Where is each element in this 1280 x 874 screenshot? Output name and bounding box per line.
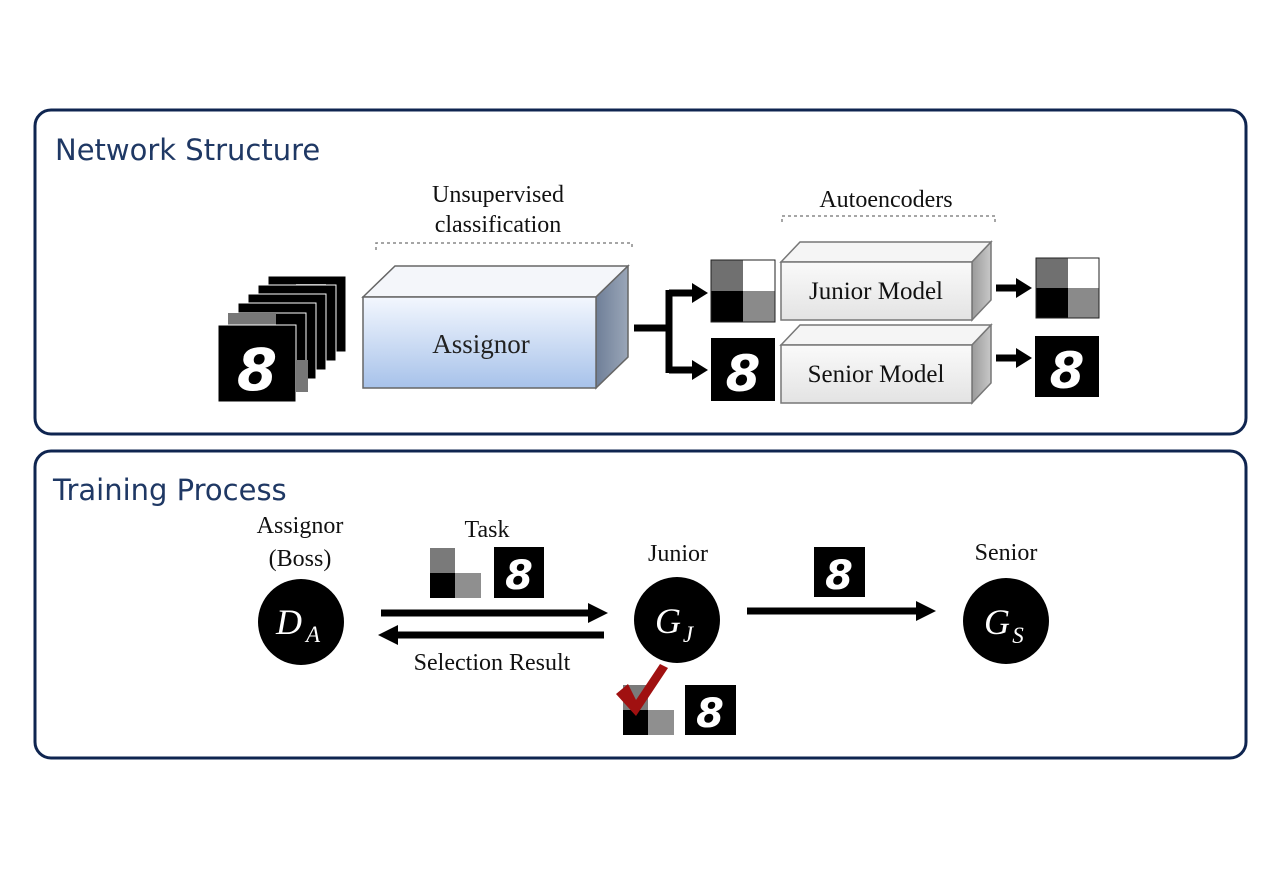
junior-output-arrow (996, 278, 1032, 298)
network-structure-panel: Network Structure 8 Unsupervised classif… (33, 108, 1248, 436)
svg-text:8: 8 (1050, 342, 1085, 400)
unsupervised-label-line2: classification (435, 212, 562, 238)
task-checker-image (430, 548, 481, 598)
assignor-label-line1: Assignor (257, 513, 344, 539)
svg-text:S: S (1012, 623, 1024, 648)
assignor-label-line2: (Boss) (269, 546, 332, 572)
assignor-box-label: Assignor (432, 329, 530, 359)
senior-model-box: Senior Model (779, 323, 993, 405)
autoencoders-label: Autoencoders (819, 187, 952, 213)
junior-model-label: Junior Model (809, 278, 943, 305)
task-label: Task (465, 517, 510, 543)
senior-input-digit: 8 (711, 338, 775, 403)
network-structure-title: Network Structure (55, 133, 320, 167)
svg-text:8: 8 (696, 691, 724, 737)
senior-output-digit: 8 (1035, 336, 1099, 400)
senior-output-arrow (996, 348, 1032, 368)
digit-eight-glyph: 8 (237, 336, 277, 404)
svg-text:G: G (655, 601, 681, 641)
junior-to-senior-arrow (747, 601, 936, 621)
input-digit-image (217, 324, 297, 403)
junior-model-box: Junior Model (779, 240, 993, 322)
svg-text:8: 8 (726, 345, 761, 403)
senior-label: Senior (975, 540, 1038, 566)
input-image-stack: 8 (217, 275, 347, 404)
task-digit-image: 8 (494, 547, 544, 599)
svg-text:8: 8 (825, 553, 853, 599)
selection-result-label: Selection Result (414, 650, 571, 676)
junior-label: Junior (648, 541, 708, 567)
svg-text:8: 8 (505, 553, 533, 599)
junior-node: G J (634, 577, 720, 663)
junior-output-checker (1035, 257, 1100, 319)
svg-text:G: G (984, 602, 1010, 642)
junior-input-checker (710, 259, 776, 323)
selection-result-arrow (378, 625, 604, 645)
svg-text:A: A (304, 622, 321, 647)
task-arrow (381, 603, 608, 623)
training-process-title: Training Process (52, 473, 287, 507)
split-arrows (634, 283, 708, 380)
senior-model-label: Senior Model (808, 361, 945, 388)
svg-text:D: D (275, 602, 302, 642)
transfer-digit-image: 8 (814, 547, 865, 599)
unsupervised-label-line1: Unsupervised (432, 182, 564, 208)
autoencoders-bracket (781, 215, 996, 222)
assignor-node: D A (258, 579, 344, 665)
selected-digit-image: 8 (685, 685, 736, 737)
training-process-panel: Training Process Assignor (Boss) D A Tas… (33, 449, 1248, 760)
senior-node: G S (963, 578, 1049, 664)
svg-text:J: J (683, 622, 695, 647)
assignor-box: Assignor (361, 264, 630, 390)
checkmark-icon (616, 664, 668, 716)
unsupervised-bracket (375, 242, 633, 250)
